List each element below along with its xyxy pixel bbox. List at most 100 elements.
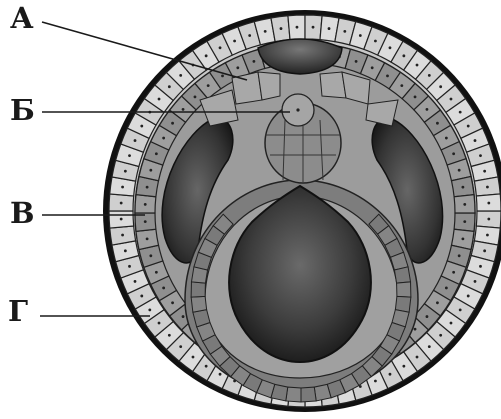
nucleus-dot	[487, 218, 490, 221]
nucleus-dot	[474, 280, 477, 283]
nucleus-dot	[182, 315, 185, 318]
nucleus-dot	[439, 85, 442, 88]
nucleus-dot	[483, 170, 486, 173]
nucleus-dot	[486, 186, 489, 189]
nucleus-dot	[171, 122, 174, 125]
nucleus-dot	[264, 30, 267, 33]
nucleus-dot	[179, 74, 182, 77]
nucleus-dot	[171, 301, 174, 304]
label-v: В	[10, 199, 35, 228]
nucleus-dot	[445, 137, 448, 140]
nucleus-dot	[128, 265, 131, 268]
nucleus-dot	[121, 234, 124, 237]
nucleus-dot	[458, 169, 461, 172]
nucleus-dot	[221, 75, 224, 78]
nucleus-dot	[146, 237, 149, 240]
nucleus-dot	[207, 84, 210, 87]
nucleus-dot	[148, 308, 151, 311]
nucleus-dot	[149, 169, 152, 172]
nucleus-dot	[296, 26, 299, 29]
label-a: А	[10, 4, 34, 33]
nucleus-dot	[155, 271, 158, 274]
nucleus-dot	[479, 265, 482, 268]
nucleus-dot	[233, 40, 236, 43]
nucleus-dot	[124, 249, 127, 252]
nucleus-dot	[182, 108, 185, 111]
nucleus-dot	[205, 54, 208, 57]
nucleus-dot	[461, 186, 464, 189]
nucleus-dot	[162, 137, 165, 140]
nucleus-dot	[463, 203, 466, 206]
label-b: Б	[10, 96, 35, 125]
nucleus-dot	[121, 186, 124, 189]
nucleus-dot	[144, 220, 147, 223]
nucleus-dot	[343, 30, 346, 33]
nucleus-dot	[436, 122, 439, 125]
nucleus-dot	[486, 234, 489, 237]
inner-cell	[191, 282, 205, 297]
nucleus-dot	[158, 98, 161, 101]
nucleus-dot	[155, 152, 158, 155]
nucleus-dot	[128, 154, 131, 157]
nucleus-dot	[124, 170, 127, 173]
nucleus-dot	[400, 84, 403, 87]
nucleus-dot	[428, 345, 431, 348]
nucleus-dot	[162, 287, 165, 290]
inner-cell	[301, 387, 316, 402]
nucleus-dot	[402, 365, 405, 368]
nucleus-dot	[134, 280, 137, 283]
nucleus-dot	[253, 60, 256, 63]
upper-cell	[258, 72, 280, 100]
nucleus-dot	[450, 98, 453, 101]
nucleus-dot	[467, 295, 470, 298]
nucleus-dot	[450, 322, 453, 325]
nucleus-dot	[248, 34, 251, 37]
nucleus-dot	[146, 186, 149, 189]
nucleus-dot	[439, 334, 442, 337]
nucleus-dot	[458, 254, 461, 257]
nucleus-dot	[140, 125, 143, 128]
nucleus-dot	[445, 287, 448, 290]
nucleus-dot	[426, 315, 429, 318]
nucleus-dot	[483, 249, 486, 252]
label-g: Г	[8, 297, 28, 326]
nucleus-dot	[416, 64, 419, 67]
inner-cell	[394, 267, 410, 283]
nucleus-dot	[355, 60, 358, 63]
nucleus-dot	[389, 46, 392, 49]
nucleus-dot	[414, 95, 417, 98]
nucleus-dot	[459, 111, 462, 114]
nucleus-dot	[487, 202, 490, 205]
nucleus-dot	[328, 27, 331, 30]
nucleus-dot	[219, 373, 222, 376]
inner-cell	[286, 387, 301, 402]
nucleus-dot	[374, 380, 377, 383]
nucleus-dot	[436, 301, 439, 304]
nucleus-dot	[192, 356, 195, 359]
nucleus-dot	[149, 254, 152, 257]
nucleus-dot	[452, 152, 455, 155]
nucleus-dot	[389, 373, 392, 376]
nucleus-dot	[168, 85, 171, 88]
nucleus-dot	[168, 334, 171, 337]
nucleus-dot	[158, 322, 161, 325]
nucleus-dot	[120, 202, 123, 205]
nucleus-dot	[426, 108, 429, 111]
nucleus-dot	[386, 75, 389, 78]
nucleus-dot	[452, 271, 455, 274]
inner-cell	[397, 282, 411, 297]
nucleus-dot	[463, 220, 466, 223]
nucleus-dot	[467, 125, 470, 128]
nucleus-dot	[416, 356, 419, 359]
nucleus-dot	[359, 34, 362, 37]
nucleus-dot	[219, 46, 222, 49]
nucleus-dot	[371, 66, 374, 69]
nucleus-dot	[134, 139, 137, 142]
nucleus-dot	[194, 95, 197, 98]
nucleus-dot	[428, 74, 431, 77]
nucleus-dot	[374, 40, 377, 43]
nucleus-dot	[474, 139, 477, 142]
nucleus-dot	[205, 365, 208, 368]
nucleus-dot	[459, 308, 462, 311]
